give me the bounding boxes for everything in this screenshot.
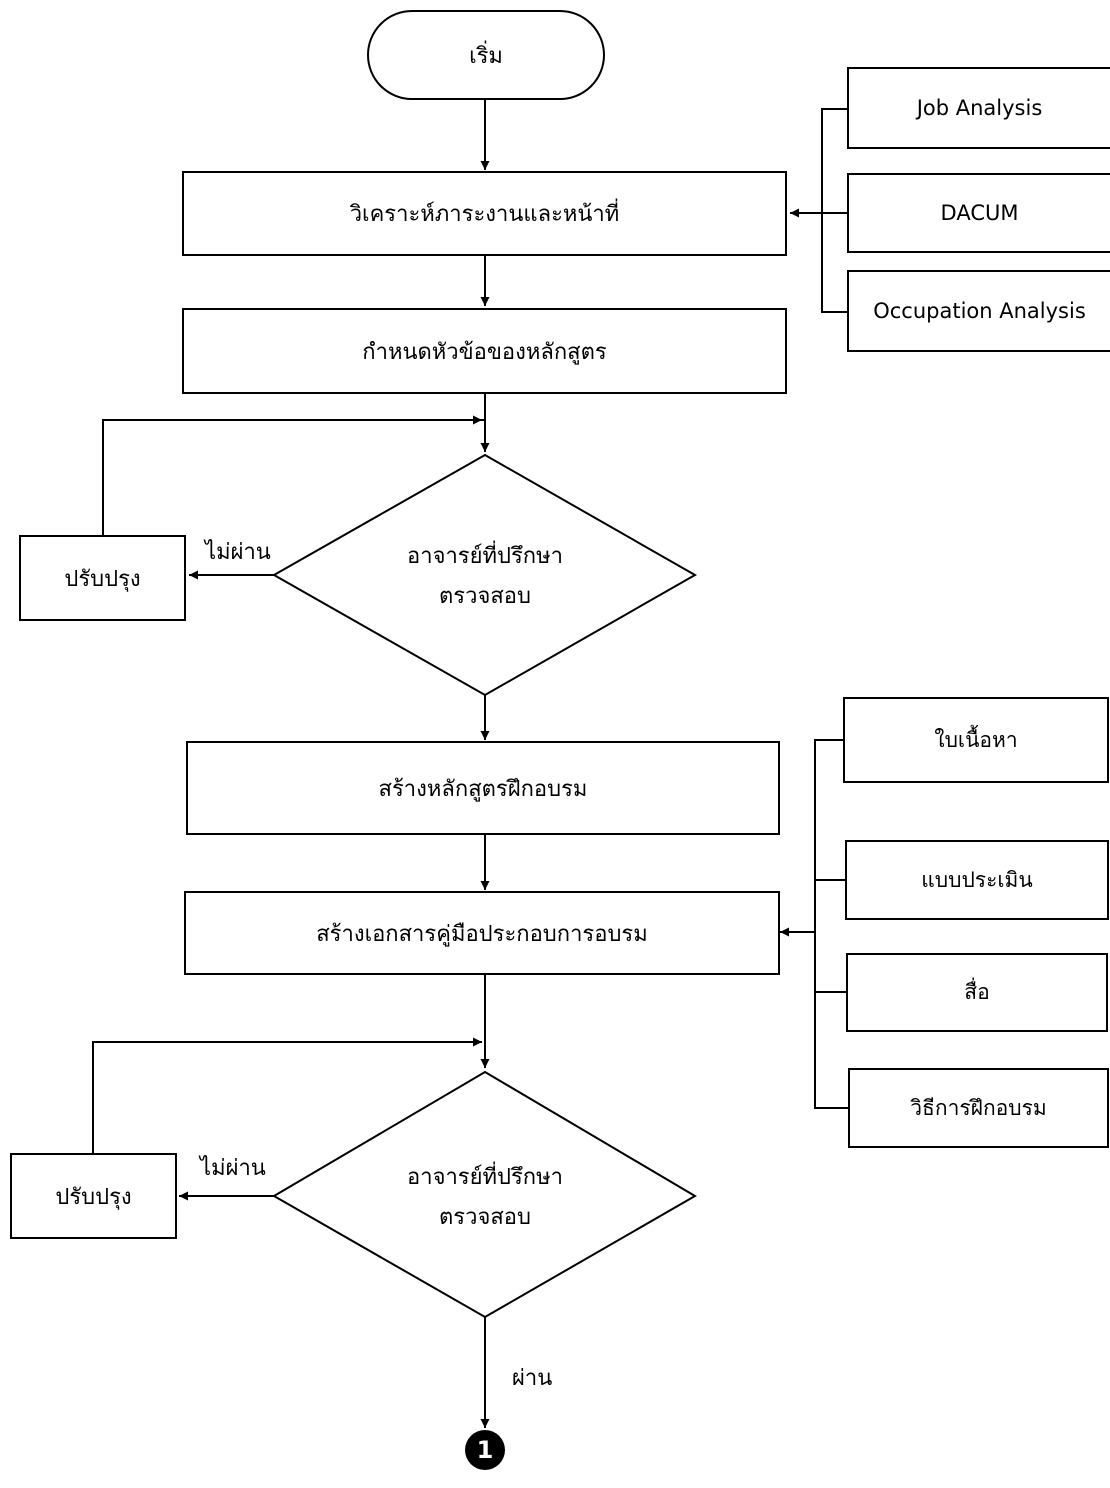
decision-1-line2: ตรวจสอบ (439, 584, 531, 609)
method-occupation-analysis-box: Occupation Analysis (847, 270, 1110, 352)
decision-2-fail-label: ไม่ผ่าน (200, 1156, 266, 1181)
method-dacum-box: DACUM (847, 173, 1110, 253)
component-assessment-box: แบบประเมิน (845, 840, 1109, 920)
decision-1-line1: อาจารย์ที่ปรึกษา (407, 544, 563, 569)
step-topics-box: กำหนดหัวข้อของหลักสูตร (182, 308, 787, 394)
step-create-course-box: สร้างหลักสูตรฝึกอบรม (186, 741, 780, 835)
step-analyze-box: วิเคราะห์ภาระงานและหน้าที่ (182, 171, 787, 256)
loop-fix2-to-review2 (92, 1041, 470, 1153)
decision-diamond-1 (271, 453, 698, 697)
loop-fix1-to-review1 (102, 419, 485, 535)
offpage-connector: 1 (465, 1430, 505, 1470)
decision-1-label: อาจารย์ที่ปรึกษา ตรวจสอบ (375, 537, 595, 617)
decision-2-pass-label: ผ่าน (512, 1366, 553, 1391)
decision-1-fail-label: ไม่ผ่าน (205, 540, 271, 565)
decision-2-line2: ตรวจสอบ (439, 1205, 531, 1230)
component-media-box: สื่อ (846, 953, 1108, 1032)
components-bracket (814, 739, 848, 1109)
start-terminal: เริ่ม (367, 10, 605, 100)
method-job-analysis-box: Job Analysis (847, 67, 1110, 149)
decision-2-label: อาจารย์ที่ปรึกษา ตรวจสอบ (375, 1158, 595, 1238)
methods-bracket (821, 108, 848, 313)
fix-box-2: ปรับปรุง (10, 1153, 177, 1239)
component-content-sheet-box: ใบเนื้อหา (843, 697, 1109, 783)
component-training-method-box: วิธีการฝึกอบรม (848, 1068, 1109, 1148)
fix-box-1: ปรับปรุง (19, 535, 186, 621)
decision-2-line1: อาจารย์ที่ปรึกษา (407, 1165, 563, 1190)
decision-diamond-2 (272, 1070, 697, 1319)
step-create-docs-box: สร้างเอกสารคู่มือประกอบการอบรม (184, 891, 780, 975)
